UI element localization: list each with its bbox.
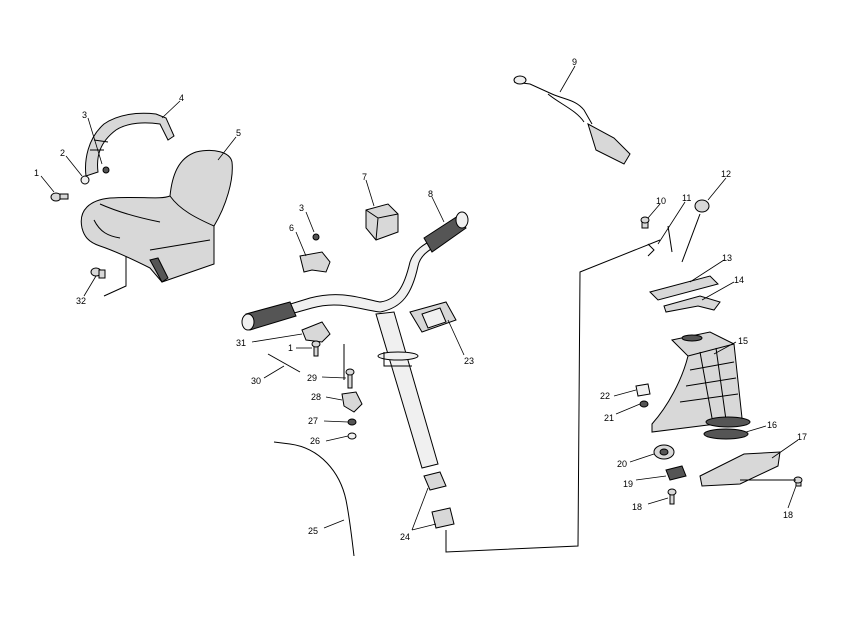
washer-part-16-a (705, 416, 751, 428)
bushing-part-12 (694, 199, 710, 213)
nut-part-3-center (312, 233, 320, 241)
washer-part-16-b (703, 428, 749, 440)
lever-part-14 (663, 295, 721, 313)
clamp-part-31 (301, 321, 331, 343)
nut-part-3 (102, 166, 110, 174)
callout-6: 6 (289, 223, 294, 233)
nut-part-21 (639, 400, 649, 408)
callout-22: 22 (600, 391, 610, 401)
washer-part-26 (347, 432, 357, 440)
callout-9: 9 (572, 57, 577, 67)
bolt-part-1 (50, 192, 69, 202)
switch-part-7 (365, 203, 399, 241)
bracket-part-28 (341, 391, 363, 413)
callout-20: 20 (617, 459, 627, 469)
callout-5: 5 (236, 128, 241, 138)
callout-13: 13 (722, 253, 732, 263)
bushing-part-24-upper (423, 471, 447, 491)
callout-29: 29 (307, 373, 317, 383)
handlebar-group (241, 203, 469, 557)
bolt-part-1-center (311, 340, 321, 357)
steering-column-group (635, 199, 803, 505)
bolt-part-32 (90, 267, 106, 279)
callout-26: 26 (310, 436, 320, 446)
grab-handle-part-4 (85, 112, 175, 177)
assembly-connector-line (445, 239, 661, 553)
callout-17: 17 (797, 432, 807, 442)
lanyard-part-9 (513, 75, 631, 165)
callout-8: 8 (428, 189, 433, 199)
callout-21: 21 (604, 413, 614, 423)
bushing-part-24-lower (431, 507, 455, 529)
callout-15: 15 (738, 336, 748, 346)
callout-31: 31 (236, 338, 246, 348)
callout-2: 2 (60, 148, 65, 158)
bushing-part-20 (653, 444, 675, 460)
callout-labels: 1 2 3 4 5 32 3 6 7 8 9 10 11 12 13 14 15… (34, 57, 807, 542)
bolt-part-18-left (667, 488, 677, 505)
leader-lines (40, 65, 799, 531)
bolt-part-18-right (793, 476, 803, 487)
seat-group (50, 112, 233, 297)
callout-1-seat-bolt: 1 (34, 168, 39, 178)
left-grip (241, 301, 297, 331)
bushing-part-23 (409, 301, 457, 333)
callout-3-center-nut: 3 (299, 203, 304, 213)
cable-part-25 (273, 441, 355, 557)
callout-25: 25 (308, 526, 318, 536)
clamp-part-6 (299, 251, 331, 273)
callout-27: 27 (308, 416, 318, 426)
bolt-part-29 (345, 368, 355, 389)
callout-24: 24 (400, 532, 410, 542)
callout-10: 10 (656, 196, 666, 206)
callout-4: 4 (179, 93, 184, 103)
bolt-part-10 (640, 216, 650, 229)
seat-part-5 (80, 149, 233, 283)
plate-part-13 (649, 275, 719, 301)
callout-11: 11 (682, 193, 691, 203)
callout-19: 19 (623, 479, 633, 489)
callout-32: 32 (76, 296, 86, 306)
pin-part-30 (267, 353, 301, 373)
bracket-part-19 (665, 465, 687, 481)
callout-18-left: 18 (632, 502, 642, 512)
steering-post (375, 311, 439, 469)
callout-30: 30 (251, 376, 261, 386)
right-grip-part-8 (423, 211, 469, 253)
callout-7: 7 (362, 172, 367, 182)
washer-part-2 (80, 175, 90, 185)
callout-18-right: 18 (783, 510, 793, 520)
callout-3-seat-nut: 3 (82, 110, 87, 120)
plate-part-17 (699, 451, 781, 487)
callout-1-center-bolt: 1 (288, 343, 293, 353)
callout-14: 14 (734, 275, 744, 285)
callout-23: 23 (464, 356, 474, 366)
nut-part-27 (347, 418, 357, 426)
callout-28: 28 (311, 392, 321, 402)
callout-12: 12 (721, 169, 731, 179)
spring-part-11 (647, 243, 655, 257)
plate-part-22 (635, 383, 651, 397)
callout-16: 16 (767, 420, 777, 430)
